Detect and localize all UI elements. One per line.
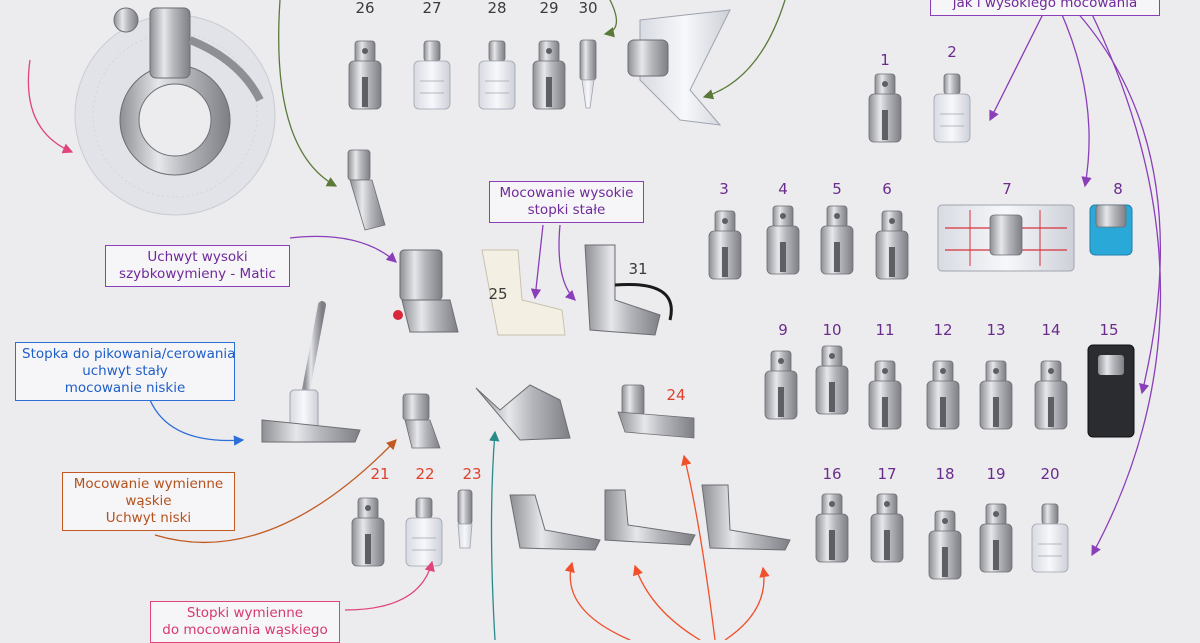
callout-line: do mocowania wąskiego: [162, 622, 328, 638]
foot-20: [1031, 503, 1069, 573]
callout-line: szybkowymieny - Matic: [119, 266, 276, 282]
callout-narrow-mount: Mocowanie wymienne wąskie Uchwyt niski: [62, 472, 235, 531]
foot-31: [584, 244, 673, 336]
number-29: 29: [539, 0, 559, 17]
callout-high-fixed-mount: Mocowanie wysokie stopki stałe: [489, 181, 644, 223]
number-17: 17: [877, 465, 897, 483]
callout-high-and-low-mount: jak i wysokiego mocowania: [930, 0, 1160, 16]
foot-25: [481, 249, 566, 336]
number-27: 27: [422, 0, 442, 17]
callout-line: wąskie: [125, 493, 172, 509]
foot-22: [405, 497, 443, 567]
foot-4: [766, 205, 800, 275]
foot-30: [579, 39, 597, 109]
foot-17: [870, 493, 904, 563]
number-7: 7: [1002, 180, 1012, 198]
number-20: 20: [1040, 465, 1060, 483]
number-18: 18: [935, 465, 955, 483]
callout-line: Stopka do pikowania/cerowania: [22, 346, 236, 362]
foot-23: [457, 489, 473, 549]
industrial-foot-right: [701, 484, 791, 551]
callout-line: Uchwyt wysoki: [147, 249, 248, 265]
number-13: 13: [986, 321, 1006, 339]
number-23: 23: [462, 465, 482, 483]
foot-2: [933, 73, 971, 143]
number-31: 31: [628, 260, 648, 278]
foot-7: [937, 204, 1075, 272]
foot-27: [413, 40, 451, 110]
number-15: 15: [1099, 321, 1119, 339]
foot-8: [1089, 204, 1133, 256]
number-3: 3: [719, 180, 729, 198]
foot-29: [532, 40, 566, 110]
number-25: 25: [488, 285, 508, 303]
foot-28: [478, 40, 516, 110]
number-26: 26: [355, 0, 375, 17]
number-16: 16: [822, 465, 842, 483]
number-21: 21: [370, 465, 390, 483]
foot-1: [868, 73, 902, 143]
callout-text: jak i wysokiego mocowania: [952, 0, 1138, 11]
number-4: 4: [778, 180, 788, 198]
foot-11: [868, 360, 902, 430]
foot-12: [926, 360, 960, 430]
number-12: 12: [933, 321, 953, 339]
number-11: 11: [875, 321, 895, 339]
foot-6: [875, 210, 909, 280]
quilting-darning-foot: [261, 301, 361, 443]
snap-on-adapter: [475, 384, 571, 441]
callout-line: Stopki wymienne: [186, 605, 304, 621]
foot-16: [815, 493, 849, 563]
circular-sewing-attachment: [74, 7, 276, 216]
foot-24: [617, 384, 695, 439]
number-1: 1: [880, 51, 890, 69]
industrial-foot-left: [509, 494, 601, 551]
clear-walking-foot: [627, 9, 731, 126]
foot-14: [1034, 360, 1068, 430]
foot-21: [351, 497, 385, 567]
foot-3: [708, 210, 742, 280]
number-22: 22: [415, 465, 435, 483]
narrow-low-holder: [402, 393, 441, 449]
callout-line: Mocowanie wymienne: [73, 476, 224, 492]
callout-quilting-foot: Stopka do pikowania/cerowania uchwyt sta…: [15, 342, 235, 401]
foot-26: [348, 40, 382, 110]
number-10: 10: [822, 321, 842, 339]
number-14: 14: [1041, 321, 1061, 339]
callout-line: uchwyt stały: [82, 363, 168, 379]
industrial-foot-middle: [604, 489, 696, 546]
arrows: [27, 0, 1162, 640]
callout-line: Mocowanie wysokie: [499, 185, 634, 201]
foot-10: [815, 345, 849, 415]
foot-19: [979, 503, 1013, 573]
callout-line: Uchwyt niski: [105, 510, 192, 526]
high-shank-quick-holder: [393, 249, 459, 333]
number-2: 2: [947, 43, 957, 61]
number-9: 9: [778, 321, 788, 339]
number-8: 8: [1113, 180, 1123, 198]
number-5: 5: [832, 180, 842, 198]
number-19: 19: [986, 465, 1006, 483]
foot-5: [820, 205, 854, 275]
foot-9: [764, 350, 798, 420]
callout-high-quick-holder: Uchwyt wysoki szybkowymieny - Matic: [105, 245, 290, 287]
foot-13: [979, 360, 1013, 430]
callout-narrow-feet: Stopki wymienne do mocowania wąskiego: [150, 601, 340, 643]
callout-line: mocowanie niskie: [64, 380, 186, 396]
foot-18: [928, 510, 962, 580]
foot-15: [1087, 344, 1135, 438]
number-28: 28: [487, 0, 507, 17]
number-6: 6: [882, 180, 892, 198]
low-shank-holder: [347, 149, 386, 231]
callout-line: stopki stałe: [527, 202, 606, 218]
number-30: 30: [578, 0, 598, 17]
number-24: 24: [666, 386, 686, 404]
